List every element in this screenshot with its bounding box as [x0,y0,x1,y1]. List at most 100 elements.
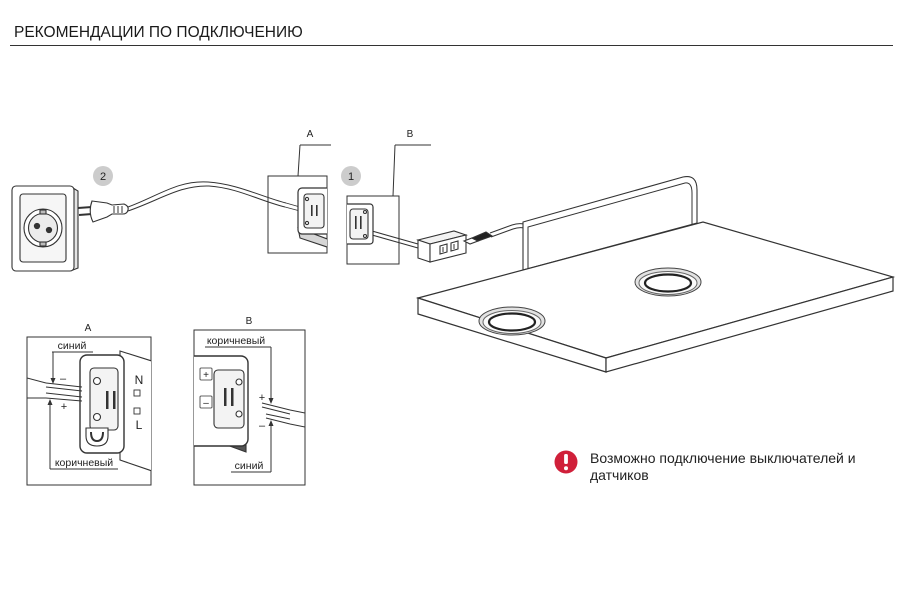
step-number-2: 2 [100,171,106,183]
page-title: РЕКОМЕНДАЦИИ ПО ПОДКЛЮЧЕНИЮ [14,24,303,41]
plug-pin-bottom [78,213,93,216]
exclamation-icon [554,450,578,474]
cable-clip-inner [90,431,104,443]
wire-blue [45,382,83,392]
step-badge-1: 1 [341,166,361,186]
connector-b-pin [360,216,362,229]
led-spotlight-1 [478,306,546,336]
title-divider [10,45,893,46]
callout-a-leader [297,144,331,177]
wire-brown [45,392,83,402]
step-badge-2: 2 [93,166,113,186]
detail-b-label: B [246,316,253,327]
socket-hole-left [33,222,41,230]
low-voltage-cable [371,230,419,249]
pin-mark-box [199,367,213,381]
terminal-l-label: L [136,418,143,432]
wire-plus-label: + [259,392,265,404]
lamp-connector-body [470,231,494,242]
callout-a-label: A [307,129,314,140]
lv-cable-jacket [289,409,305,428]
wire-brown-label: коричневый [55,457,113,469]
connector-screw [235,378,243,386]
terminal-mark-n [133,389,141,397]
connector-pin [231,388,234,406]
back-rail-inner [527,182,693,268]
cable-clip [85,427,109,447]
overview-frame-a [267,175,328,254]
power-cable [127,181,301,212]
led-spotlight-2 [634,267,702,297]
connector-b-screw [362,209,368,215]
plug-grip [113,206,123,213]
detail-a-label: A [85,323,92,334]
connector-a-screw [304,196,310,202]
wire-plus-label: + [61,401,67,413]
wire-blue-arrow [268,420,274,426]
wire-blue [265,413,291,425]
plug-body [89,200,129,223]
detail-b: B + – + – коричневый [193,316,306,486]
shelf-panel-right-edge [605,276,894,373]
connector-b-screw [362,233,368,239]
wire-brown-leader [205,346,272,399]
detail-a: A N L – + [26,323,152,486]
detail-b-connector [194,355,305,453]
junction-box [416,230,468,263]
wire-blue-label: синий [235,460,264,472]
wire-brown-arrow [268,398,274,404]
wall-socket [11,185,79,272]
socket-hole-right [45,226,53,234]
junction-box-port-slot [442,244,455,252]
step-badge-circle [341,166,361,186]
connector-b-overview [347,203,374,245]
connector-a-screw [304,220,310,226]
wire-blue-leader [231,425,272,473]
socket-ground-clip-top [39,209,47,215]
wire-brown [261,402,291,415]
callout-b-label: B [407,129,414,140]
lamp-connector [462,231,494,245]
pin-mark-box [199,395,213,409]
pin-minus-label: – [203,398,209,409]
step-number-1: 1 [348,171,354,183]
pin-plus-label: + [203,370,209,381]
wire-blue-arrow [50,378,56,384]
wire-brown-label: коричневый [207,335,265,347]
connector-a-pin [311,205,313,216]
euro-plug [77,200,129,223]
wire-minus-label: – [259,420,266,432]
callout-b: B [392,129,431,197]
connector-a-overview [297,187,327,248]
plug-pin-top [77,206,93,209]
callout-a: A [297,129,331,177]
terminal-mark-l [133,407,141,415]
socket-cup-inner [27,212,59,244]
spotlight-lens [487,312,537,332]
spotlight-lens [643,273,693,293]
connector-b-socket [349,208,369,240]
callout-b-leader [392,144,431,197]
connector-screw [235,410,243,418]
connector-side-face [119,350,151,472]
connector-a-socket [303,193,325,229]
exclamation-icon-dot [564,466,568,471]
connector-screw [92,412,102,422]
wire-brown-leader [49,404,118,470]
connector-b-pin [355,216,357,229]
mains-cable-jacket [27,377,47,399]
back-rail [522,175,698,271]
shelf-panel [415,221,896,373]
wire-blue-label: синий [58,340,87,352]
detail-a-connector [27,350,151,472]
note-text: Возможно подключение выключателей и датч… [590,450,856,483]
exclamation-icon-bar [564,454,568,464]
terminal-n-label: N [135,373,144,387]
connector-a-pin [316,205,318,216]
wire-blue-leader [52,351,93,379]
wire-minus-label: – [60,373,67,385]
back-rail-outer [522,175,698,271]
connector-pin [106,391,109,409]
